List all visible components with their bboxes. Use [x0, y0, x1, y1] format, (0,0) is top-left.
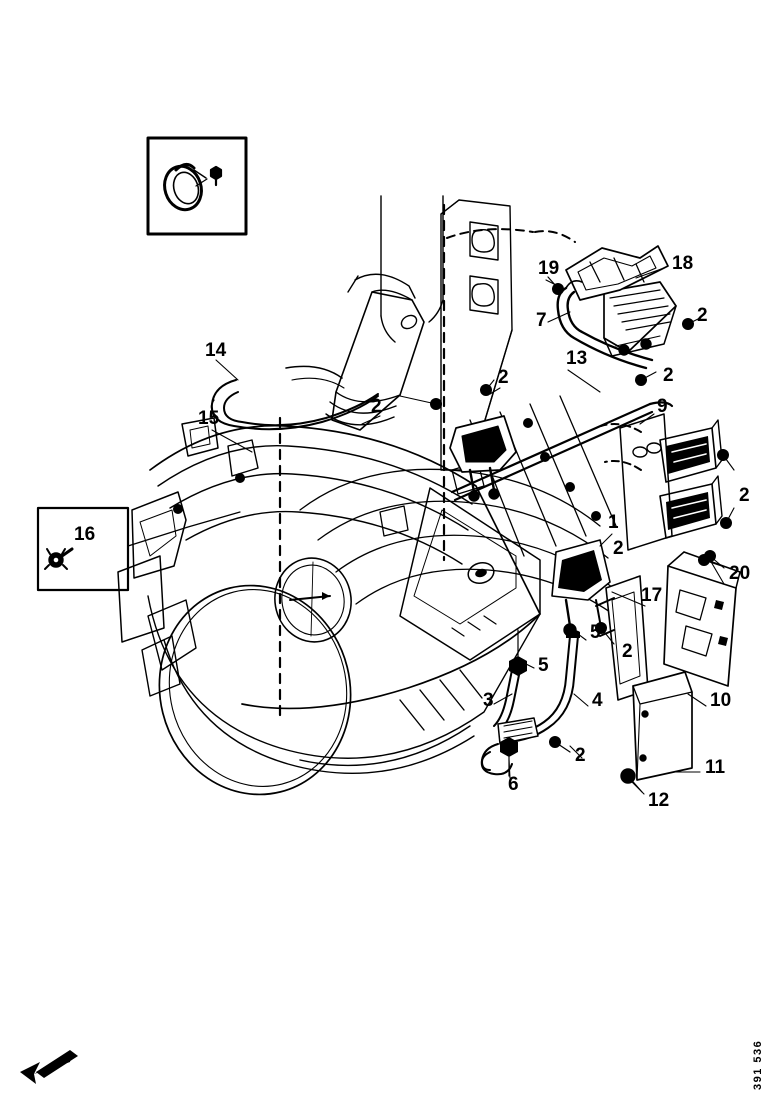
callout-2f: 2: [739, 485, 750, 506]
module-bracket: [619, 413, 673, 551]
lower-bracket-1: [551, 539, 611, 637]
harness-rod-13: [450, 401, 674, 502]
callout-19: 19: [538, 258, 560, 279]
inset-sensor-detail: [36, 506, 241, 592]
callout-17: 17: [641, 585, 663, 606]
hose-7: [556, 280, 654, 370]
callout-10: 10: [710, 690, 732, 711]
callout-2b: 2: [371, 396, 382, 417]
callout-18: 18: [672, 253, 694, 274]
callout-5b: 5: [590, 622, 601, 643]
tube-assembly: [480, 629, 580, 777]
callout-14: 14: [205, 340, 227, 361]
callout-20: 20: [729, 563, 751, 584]
callout-1: 1: [608, 512, 619, 533]
callout-2h: 2: [622, 641, 633, 662]
callout-2g: 2: [575, 745, 586, 766]
callout-2e: 2: [697, 305, 708, 326]
callout-11: 11: [705, 757, 726, 778]
callout-16: 16: [74, 524, 96, 545]
callout-7: 7: [536, 310, 547, 331]
callout-2d: 2: [663, 365, 674, 386]
callout-13: 13: [566, 348, 588, 369]
callout-6: 6: [508, 774, 519, 795]
leader-lines: [211, 267, 725, 795]
module-lower-9: [659, 475, 723, 539]
heat-shield-11: [620, 671, 693, 793]
reference-number-wrap: 391 536: [752, 1010, 772, 1090]
reference-number: 391 536: [752, 1039, 764, 1090]
hose-14: [210, 379, 379, 431]
callout-12: 12: [648, 790, 670, 811]
callout-9: 9: [657, 396, 668, 417]
support-plate-17: [595, 575, 649, 701]
callout-5a: 5: [538, 655, 549, 676]
module-upper-9: [659, 419, 723, 483]
callout-3: 3: [483, 690, 494, 711]
cooler-18: [565, 245, 677, 357]
fastener-leaders: [399, 317, 735, 645]
mount-plate-10: [663, 551, 741, 687]
orientation-arrow: [20, 1050, 78, 1084]
callout-4: 4: [592, 690, 603, 711]
callout-15: 15: [198, 408, 220, 429]
inset-clamp-detail: [146, 136, 248, 236]
exhaust-stack: [380, 195, 444, 343]
callout-2c: 2: [498, 367, 509, 388]
callout-2a: 2: [613, 538, 624, 559]
valve-block-1: [449, 415, 517, 502]
